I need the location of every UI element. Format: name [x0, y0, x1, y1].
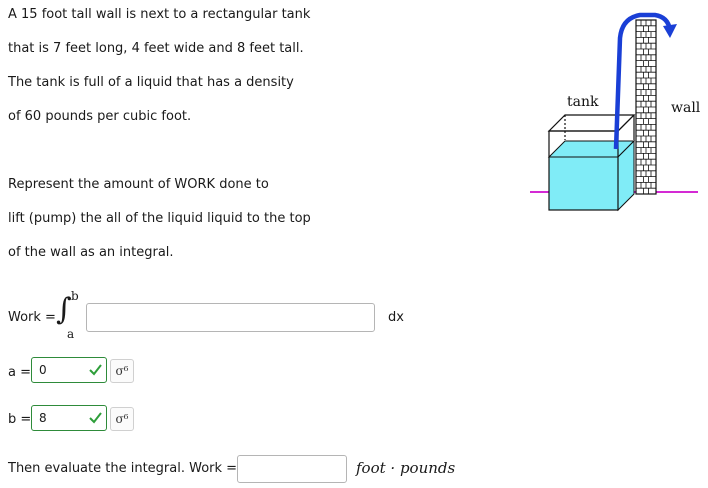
upper-limit-value: 8	[39, 411, 47, 425]
check-icon	[89, 364, 102, 376]
upper-limit-label: b =	[8, 412, 32, 427]
problem-text-line-3: The tank is full of a liquid that has a …	[8, 75, 294, 90]
integrand-input[interactable]	[86, 303, 375, 332]
tank-top-face	[547, 114, 636, 132]
pump-pipe	[613, 12, 673, 150]
lower-limit-field[interactable]: 0	[31, 357, 107, 383]
work-value-input[interactable]	[237, 455, 347, 483]
instruction-line-2: lift (pump) the all of the liquid liquid…	[8, 211, 311, 226]
check-icon	[89, 412, 102, 424]
lower-limit-value: 0	[39, 363, 47, 377]
problem-text-line-2: that is 7 feet long, 4 feet wide and 8 f…	[8, 41, 304, 56]
tank-label: tank	[567, 94, 599, 110]
instruction-line-1: Represent the amount of WORK done to	[8, 177, 269, 192]
instruction-line-3: of the wall as an integral.	[8, 245, 174, 260]
wall-label: wall	[671, 100, 701, 116]
dx-label: dx	[388, 310, 404, 325]
upper-limit-field[interactable]: 8	[31, 405, 107, 431]
tank-liquid-front	[549, 157, 618, 210]
integral-upper-limit: b	[71, 289, 79, 303]
work-label: Work =	[8, 310, 56, 325]
problem-text-line-1: A 15 foot tall wall is next to a rectang…	[8, 7, 311, 22]
unit-label: foot · pounds	[356, 459, 456, 477]
lower-limit-label: a =	[8, 365, 31, 380]
integral-lower-limit: a	[67, 327, 75, 341]
equation-editor-button[interactable]: σ⁶	[110, 407, 134, 431]
integral-sign: ∫	[56, 292, 72, 327]
evaluate-label: Then evaluate the integral. Work =	[8, 461, 238, 476]
pipe-arrow-head	[663, 24, 677, 38]
wall	[635, 19, 657, 195]
tank-wall-figure: tank wall	[530, 12, 701, 212]
problem-text-line-4: of 60 pounds per cubic foot.	[8, 109, 192, 124]
equation-editor-button[interactable]: σ⁶	[110, 359, 134, 383]
